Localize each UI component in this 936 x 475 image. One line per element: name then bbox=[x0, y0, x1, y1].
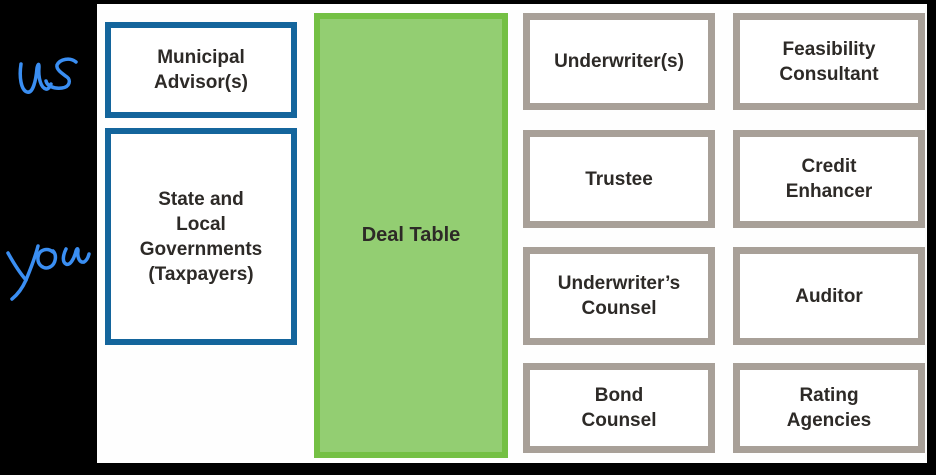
box-label-line: Auditor bbox=[795, 285, 863, 307]
box-auditor: Auditor bbox=[733, 247, 925, 345]
box-bond-counsel: Bond Counsel bbox=[523, 363, 715, 453]
box-state-local-governments: State and Local Governments (Taxpayers) bbox=[105, 128, 297, 345]
diagram-panel: Municipal Advisor(s) State and Local Gov… bbox=[97, 4, 927, 463]
box-label: Bond Counsel bbox=[582, 383, 657, 433]
box-credit-enhancer: Credit Enhancer bbox=[733, 130, 925, 228]
box-deal-table: Deal Table bbox=[314, 13, 508, 458]
box-label-line: Advisor(s) bbox=[154, 72, 248, 93]
box-label-line: Rating bbox=[799, 385, 859, 406]
box-rating-agencies: Rating Agencies bbox=[733, 363, 925, 453]
box-label-line: Enhancer bbox=[785, 181, 873, 202]
box-label: Trustee bbox=[585, 167, 653, 192]
deal-table-label: Deal Table bbox=[361, 224, 461, 246]
box-label: Underwriter’s Counsel bbox=[558, 271, 680, 321]
box-label-line: Trustee bbox=[585, 168, 653, 190]
box-label-line: Municipal bbox=[157, 47, 245, 68]
box-label-line: Underwriter’s bbox=[557, 273, 681, 294]
box-label-line: Counsel bbox=[581, 298, 657, 319]
handwriting-layer bbox=[6, 57, 91, 301]
box-label-line: Agencies bbox=[786, 410, 872, 431]
box-label: Underwriter(s) bbox=[554, 49, 684, 74]
box-label-line: Counsel bbox=[581, 410, 657, 431]
box-label-line: Credit bbox=[801, 156, 857, 177]
handwritten-us bbox=[18, 57, 78, 94]
box-label-line: Bond bbox=[594, 385, 644, 406]
box-label: Auditor bbox=[795, 284, 863, 309]
box-label: Feasibility Consultant bbox=[779, 37, 878, 87]
box-label-line: Underwriter(s) bbox=[554, 51, 684, 72]
box-label: Credit Enhancer bbox=[786, 154, 873, 204]
box-label-line: Consultant bbox=[779, 63, 879, 85]
box-municipal-advisors: Municipal Advisor(s) bbox=[105, 22, 297, 118]
box-label: Municipal Advisor(s) bbox=[154, 45, 248, 95]
box-label: Rating Agencies bbox=[787, 383, 871, 433]
box-label: State and Local Governments (Taxpayers) bbox=[140, 187, 262, 287]
box-label-line: Governments bbox=[139, 238, 263, 260]
box-label-line: (Taxpayers) bbox=[148, 263, 254, 285]
handwritten-you bbox=[6, 244, 91, 301]
box-label-line: State and bbox=[158, 188, 244, 210]
box-underwriters: Underwriter(s) bbox=[523, 13, 715, 110]
box-label-line: Feasibility bbox=[782, 38, 876, 60]
box-underwriters-counsel: Underwriter’s Counsel bbox=[523, 247, 715, 345]
box-label-line: Local bbox=[176, 213, 226, 235]
box-feasibility-consultant: Feasibility Consultant bbox=[733, 13, 925, 110]
box-trustee: Trustee bbox=[523, 130, 715, 228]
